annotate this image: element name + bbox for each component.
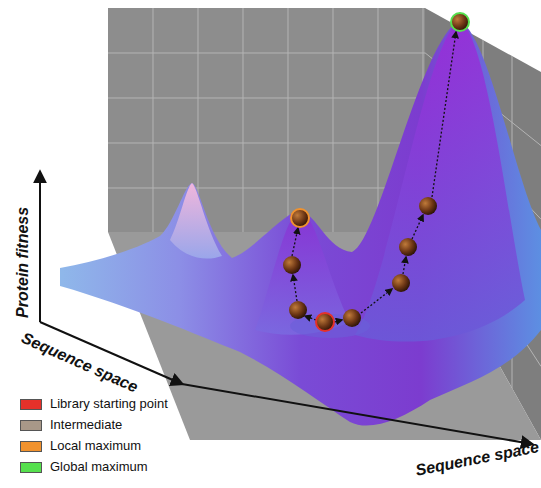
legend-text: Global maximum xyxy=(50,459,148,474)
legend-swatch xyxy=(20,462,42,473)
axis-label: Protein fitness xyxy=(14,207,32,318)
legend-swatch xyxy=(20,441,42,452)
surface xyxy=(60,20,541,426)
path-balls xyxy=(283,13,469,331)
axis-label: Sequence space xyxy=(414,438,541,480)
legend-swatch xyxy=(20,420,42,431)
axes xyxy=(40,172,532,444)
legend-text: Library starting point xyxy=(50,396,168,411)
legend-text: Intermediate xyxy=(50,417,122,432)
path-arrows xyxy=(292,32,456,322)
legend-text: Local maximum xyxy=(50,438,141,453)
legend-swatch xyxy=(20,399,42,410)
